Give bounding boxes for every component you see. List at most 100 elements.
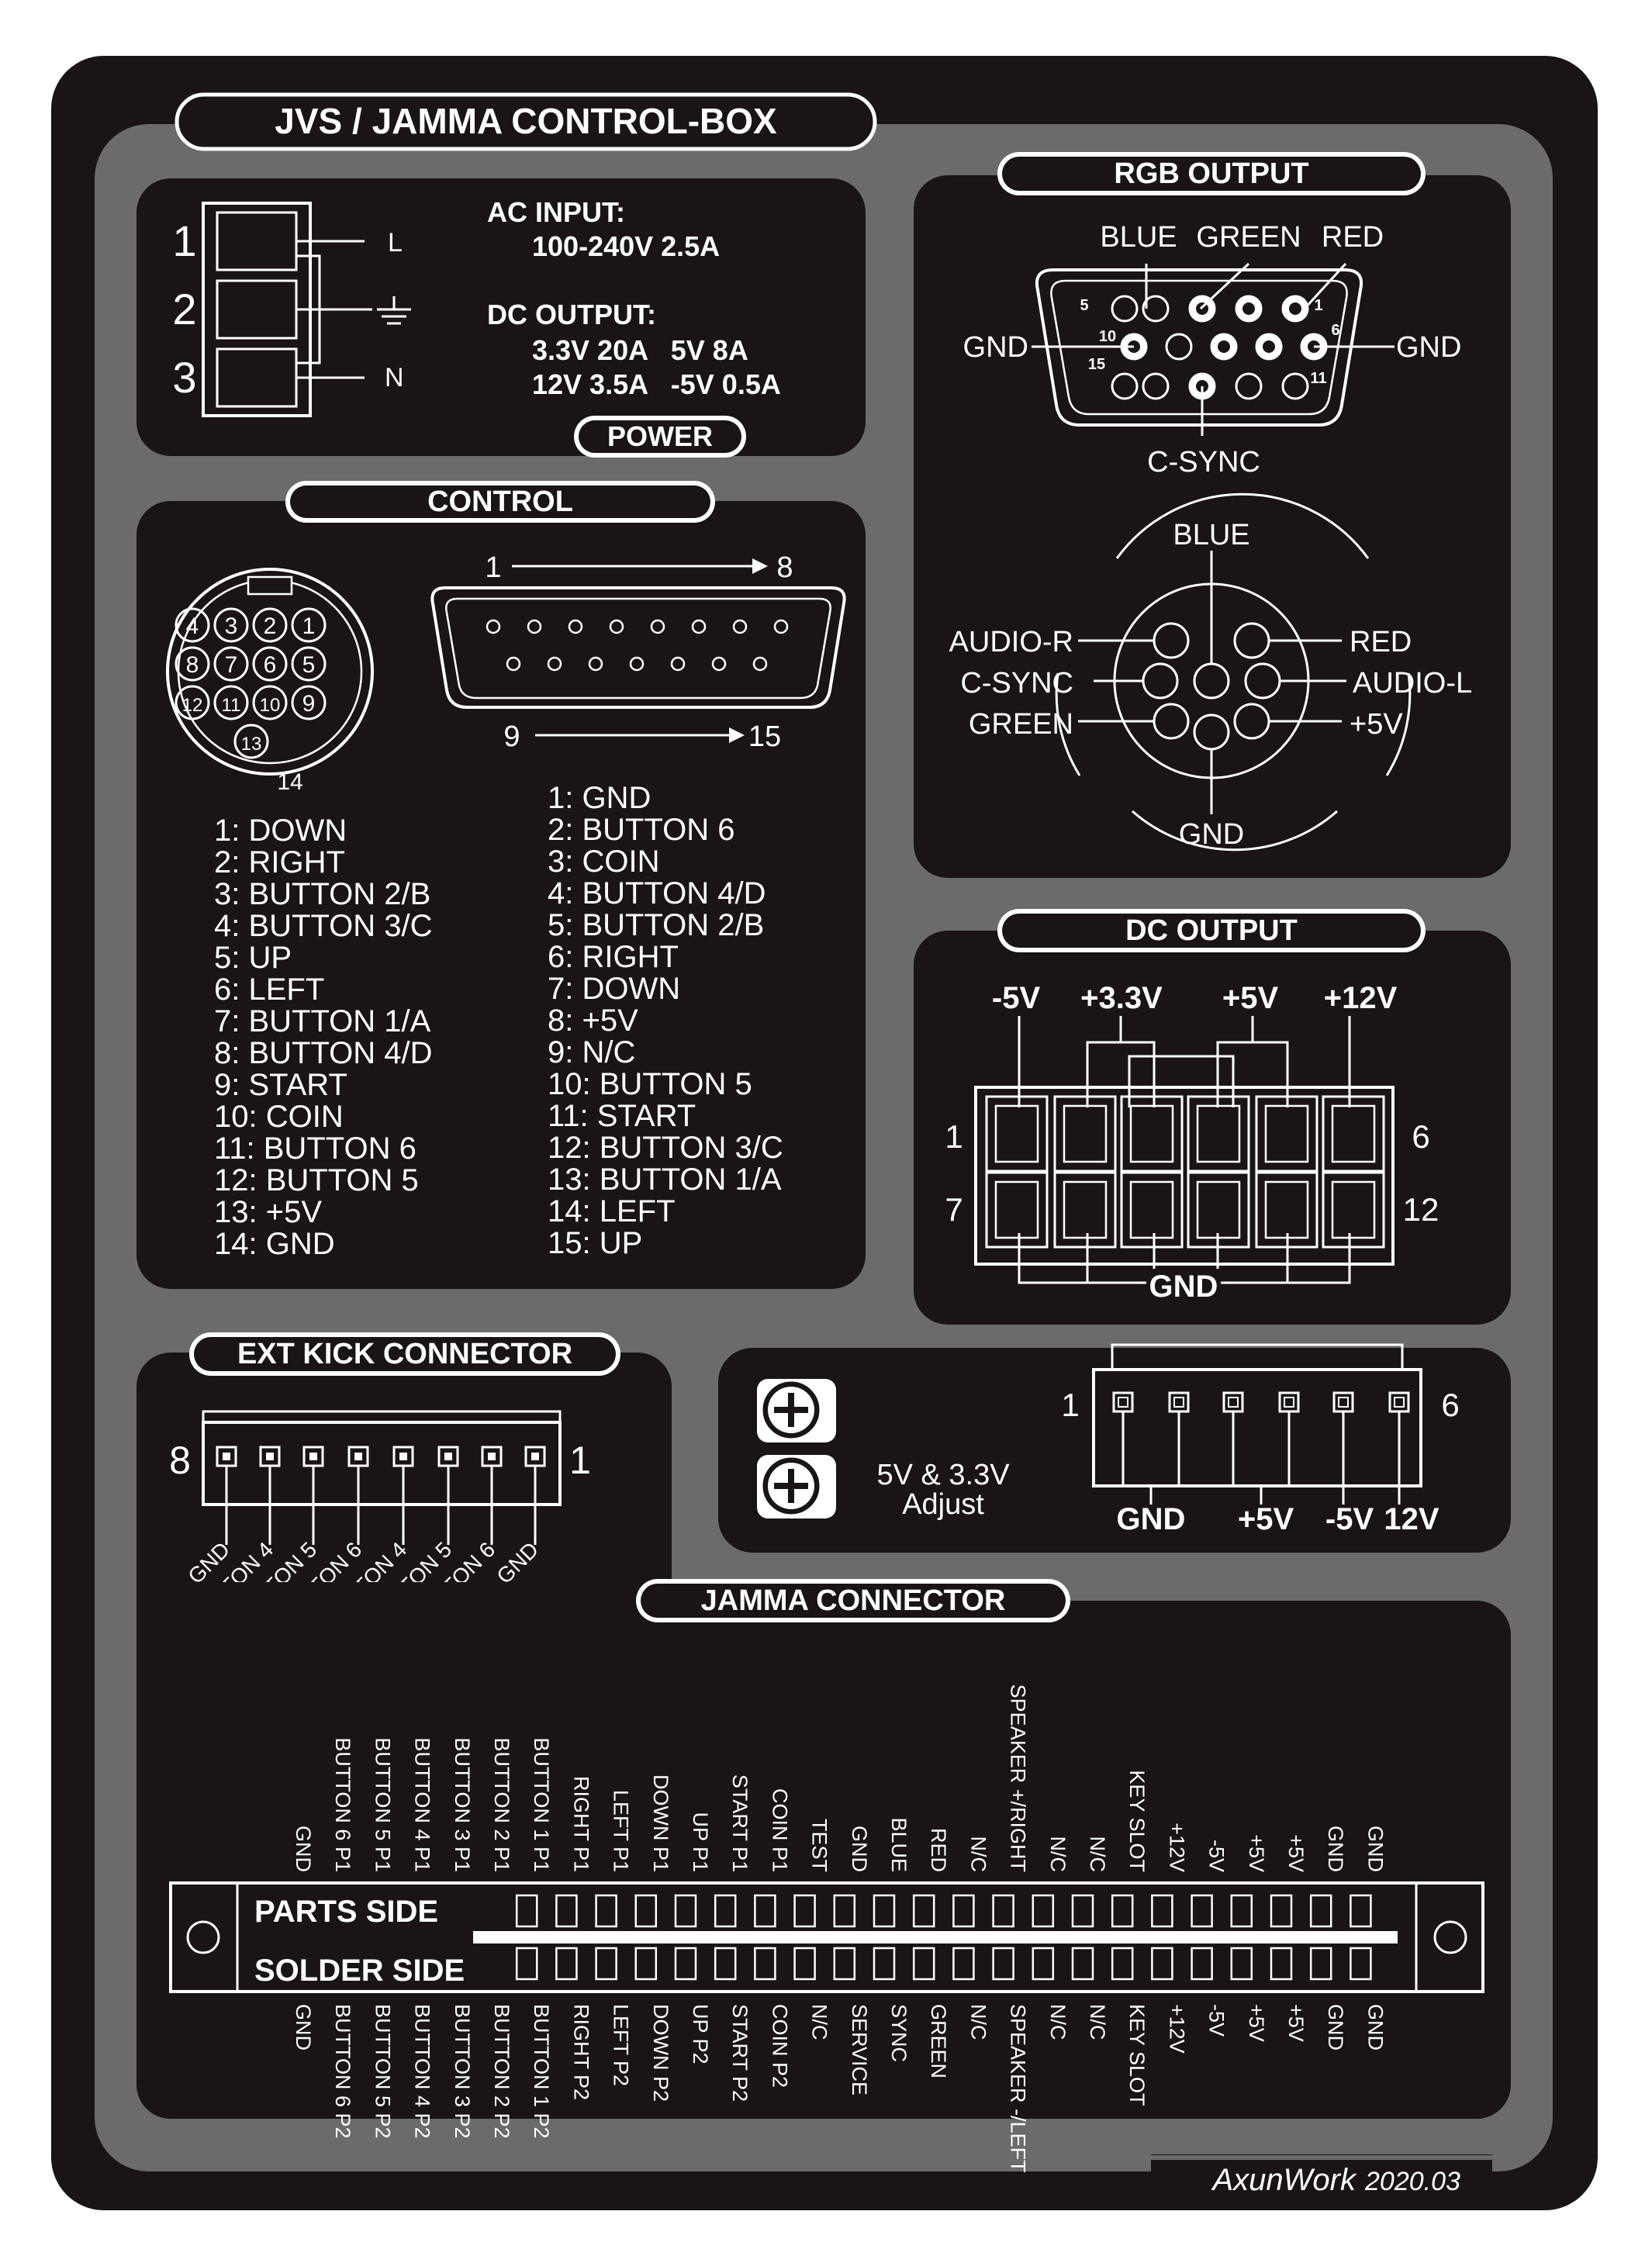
- vga-pin-number-11: 11: [1310, 370, 1326, 387]
- dc-label-5v: +5V: [1222, 981, 1279, 1015]
- jamma-pad-parts: [1071, 1894, 1094, 1928]
- db15-pin: [506, 656, 521, 672]
- jamma-pad-parts: [595, 1894, 617, 1928]
- jamma-pad-parts: [634, 1894, 658, 1928]
- vga-pin: [1235, 372, 1263, 400]
- circular-pin: [213, 607, 249, 643]
- jamma-parts-side-label: LEFT P1: [610, 1790, 633, 1872]
- jamma-solder-side-label: BUTTON 6 P2: [331, 2004, 354, 2139]
- vga-label-gnd-right: GND: [1396, 331, 1461, 364]
- vga-label-red: RED: [1322, 221, 1384, 254]
- db15-pin: [568, 619, 583, 634]
- vga-pin: [1281, 372, 1309, 400]
- vga-pin-core: [1218, 340, 1230, 353]
- dc-label-neg5v: -5V: [992, 981, 1041, 1015]
- circular-pin-number: 7: [225, 652, 238, 678]
- circular-pin-number: 11: [222, 695, 241, 716]
- db15-pinout-item: 15: UP: [548, 1226, 642, 1260]
- circular-pin-number: 8: [186, 652, 199, 678]
- db15-pinout-item: 11: START: [548, 1099, 696, 1133]
- jamma-pad-solder: [1350, 1947, 1372, 1981]
- circular-pin-number: 6: [264, 652, 277, 678]
- power-pin-3: 3: [172, 353, 196, 402]
- jamma-mount-hole-left: [186, 1920, 220, 1954]
- db15-pinout-item: 10: BUTTON 5: [548, 1067, 752, 1101]
- circular-pin: [291, 646, 327, 682]
- circular-pin-number: 10: [260, 695, 281, 716]
- circular-pin-number: 9: [302, 691, 316, 717]
- adjust-label-5v: +5V: [1238, 1502, 1294, 1536]
- adjust-header-pin-inner: [1338, 1397, 1349, 1408]
- dc-output-pin: [1053, 1095, 1117, 1173]
- vga-pin: [1111, 372, 1139, 400]
- dc-label-gnd: GND: [1149, 1270, 1218, 1304]
- jamma-pad-solder: [714, 1947, 737, 1981]
- db15-pin: [670, 656, 686, 672]
- db15-pinout-item: 13: BUTTON 1/A: [548, 1163, 782, 1197]
- dc-output-pin: [1053, 1171, 1117, 1249]
- power-pin-1: 1: [172, 216, 196, 265]
- db15-pin: [609, 619, 624, 634]
- jamma-parts-side-label: GND: [1363, 1826, 1387, 1872]
- jamma-parts-side-label: +5V: [1245, 1834, 1268, 1872]
- ac-input-value: 100-240V 2.5A: [532, 230, 720, 262]
- jamma-pad-solder: [1191, 1947, 1213, 1981]
- db15-pin: [732, 619, 748, 634]
- circular-pin-number: 13: [241, 734, 262, 755]
- dc-label-3v3: +3.3V: [1080, 981, 1163, 1015]
- jamma-pad-parts: [992, 1894, 1014, 1928]
- jamma-solder-side-label: SPEAKER -/LEFT: [1007, 2004, 1030, 2173]
- jamma-solder-side: SOLDER SIDE: [254, 1954, 465, 1988]
- jamma-parts-side-label: BUTTON 2 P1: [490, 1737, 513, 1872]
- circular-pin: [175, 685, 210, 720]
- jamma-pad-solder: [674, 1947, 697, 1981]
- jamma-pad-parts: [1350, 1894, 1372, 1928]
- din-label-red: RED: [1350, 626, 1412, 658]
- jamma-pad-parts: [714, 1894, 737, 1928]
- din-label-green: GREEN: [969, 708, 1073, 741]
- jamma-solder-side-label: START P2: [728, 2004, 752, 2102]
- circular-pin: [175, 646, 210, 682]
- circular-pinout-item: 12: BUTTON 5: [214, 1163, 419, 1197]
- db15-pin: [629, 656, 645, 672]
- power-tag-l: L: [388, 228, 403, 257]
- jamma-parts-side-label: N/C: [1046, 1836, 1070, 1873]
- circular-pinout-item: 14: GND: [214, 1227, 335, 1261]
- circular-pinout-item: 8: BUTTON 4/D: [214, 1036, 433, 1070]
- jamma-parts-side-label: BLUE: [887, 1817, 911, 1872]
- circular-pinout-item: 10: COIN: [214, 1100, 344, 1134]
- circular-pin-number: 1: [302, 613, 316, 639]
- jamma-pad-parts: [833, 1894, 856, 1928]
- jamma-pad-solder: [952, 1947, 975, 1981]
- jamma-pad-parts: [754, 1894, 776, 1928]
- circular-pin-number: 4: [186, 613, 199, 639]
- jamma-solder-side-label: COIN P2: [768, 2004, 791, 2088]
- vga-pin-core: [1289, 302, 1301, 315]
- dc-output-pin-inner: [994, 1180, 1039, 1239]
- dc-pin-label-1: 1: [945, 1118, 963, 1155]
- jamma-parts-side-label: GND: [848, 1826, 871, 1872]
- circular-pin-number: 2: [264, 613, 277, 639]
- trimpot-5v-icon: [757, 1379, 836, 1442]
- circular-pinout-item: 5: UP: [214, 941, 292, 975]
- ext-kick-pin-core: [399, 1453, 407, 1460]
- control-label: CONTROL: [427, 485, 573, 518]
- jamma-solder-side-label: RIGHT P2: [569, 2004, 593, 2100]
- jamma-parts-side-label: SPEAKER +/RIGHT: [1007, 1684, 1030, 1872]
- db15-pin: [547, 656, 562, 672]
- dc-output-title: DC OUTPUT:: [487, 299, 656, 330]
- circular-pin-number: 5: [302, 652, 316, 678]
- db15-pinout-item: 6: RIGHT: [548, 940, 679, 974]
- dc-output-pin-inner: [1331, 1104, 1376, 1163]
- jamma-parts-side-label: TEST: [808, 1819, 831, 1872]
- ext-kick-pin-core: [444, 1453, 452, 1460]
- circular-pinout-item: 1: DOWN: [214, 814, 347, 848]
- db15-pinout-item: 9: N/C: [548, 1035, 635, 1069]
- page-title: JVS / JAMMA CONTROL-BOX: [275, 101, 777, 141]
- din-label-gnd: GND: [1179, 818, 1244, 851]
